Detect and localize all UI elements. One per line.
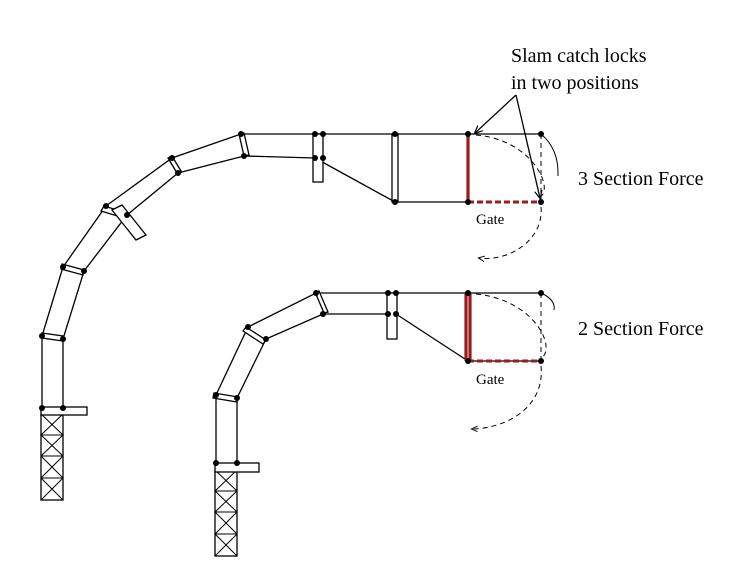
two-section-gate-label: Gate	[476, 372, 505, 388]
three-section-gate	[466, 133, 559, 259]
two-section-diagram: 2 Section Force	[212, 290, 704, 557]
three-section-diagram: 3 Section Force	[39, 131, 704, 501]
two-section-post	[214, 462, 260, 557]
three-section-pivots	[39, 131, 544, 411]
annotation-leaders	[475, 94, 540, 198]
two-section-pivots	[213, 290, 544, 466]
two-section-curved-arm	[212, 290, 541, 463]
two-section-title: 2 Section Force	[578, 318, 704, 340]
three-section-gate-label: Gate	[476, 212, 505, 228]
annotation-line-2: in two positions	[511, 72, 639, 94]
two-section-gate	[464, 292, 555, 429]
three-section-post	[40, 406, 88, 501]
three-section-title: 3 Section Force	[578, 168, 704, 190]
annotation-line-1: Slam catch locks	[511, 45, 647, 67]
three-section-curved-arm	[41, 132, 541, 408]
